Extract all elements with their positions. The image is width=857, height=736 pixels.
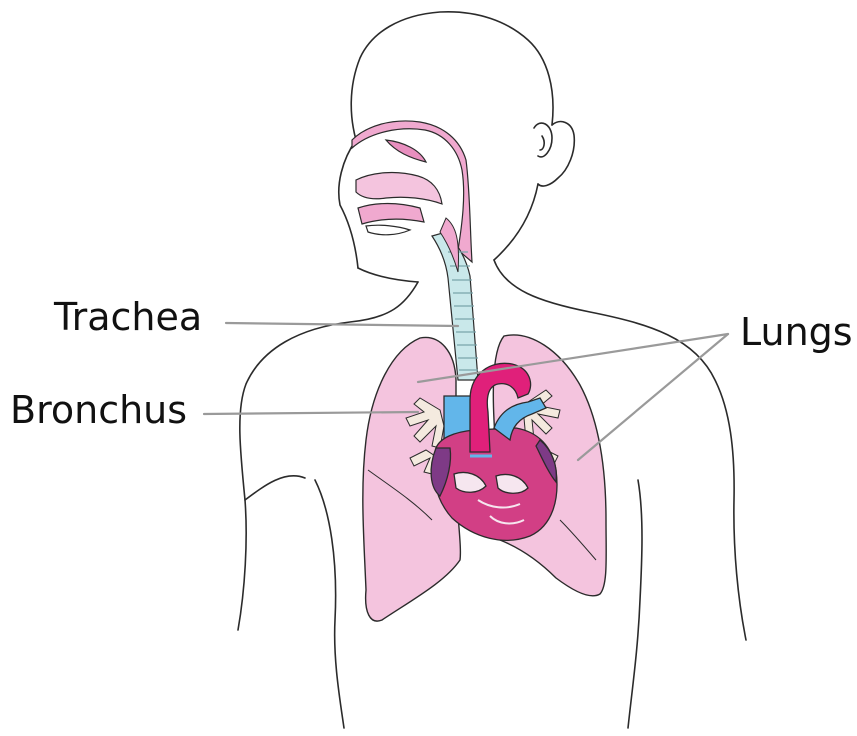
bronchus-label: Bronchus bbox=[10, 391, 187, 429]
trachea-leader bbox=[226, 323, 458, 326]
lungs-label: Lungs bbox=[740, 313, 853, 351]
trachea-label: Trachea bbox=[54, 298, 202, 336]
